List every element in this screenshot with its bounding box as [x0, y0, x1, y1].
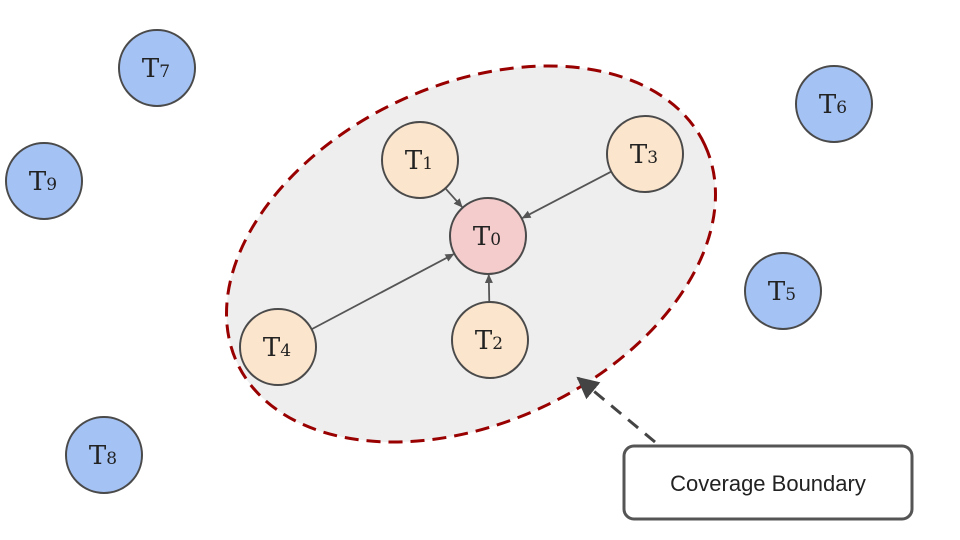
node-label-base: T: [142, 54, 160, 84]
node-t6: T6: [795, 65, 873, 143]
node-label-subscript: 2: [492, 334, 503, 354]
node-label-base: T: [768, 277, 786, 307]
edge-t2-to-t0: [484, 273, 493, 303]
node-label: T5: [768, 277, 796, 307]
node-label: T1: [405, 146, 433, 176]
node-t8: T8: [65, 416, 143, 494]
node-label-subscript: 1: [422, 154, 433, 174]
node-label: T6: [819, 90, 847, 120]
node-circle: [118, 29, 196, 107]
node-t3: T3: [606, 115, 684, 193]
node-t7: T7: [118, 29, 196, 107]
callout-label: Coverage Boundary: [670, 471, 866, 496]
node-label-base: T: [819, 90, 837, 120]
node-label: T0: [473, 222, 501, 252]
edges-group: [311, 170, 612, 331]
node-circle: [451, 301, 529, 379]
edge-t1-to-t0: [444, 187, 463, 208]
node-circle: [744, 252, 822, 330]
callout-arrow: [576, 376, 656, 444]
node-label: T8: [89, 441, 117, 471]
node-label-subscript: 6: [836, 98, 847, 118]
node-label-base: T: [405, 146, 423, 176]
node-label: T3: [630, 140, 658, 170]
node-t4: T4: [239, 308, 317, 386]
node-label-base: T: [475, 326, 493, 356]
node-t1: T1: [381, 121, 459, 199]
node-t5: T5: [744, 252, 822, 330]
node-circle: [449, 197, 527, 275]
node-t0: T0: [449, 197, 527, 275]
node-label-subscript: 7: [159, 62, 170, 82]
node-circle: [381, 121, 459, 199]
callout-box: Coverage Boundary: [622, 444, 914, 521]
node-label-subscript: 5: [785, 285, 796, 305]
node-label-subscript: 4: [280, 341, 291, 361]
node-label-base: T: [630, 140, 648, 170]
node-label-base: T: [29, 167, 47, 197]
node-label-base: T: [89, 441, 107, 471]
node-circle: [606, 115, 684, 193]
node-label-subscript: 0: [490, 230, 501, 250]
node-label-subscript: 3: [647, 148, 658, 168]
node-label-base: T: [263, 333, 281, 363]
node-t9: T9: [5, 142, 83, 220]
edge-t4-to-t0: [311, 253, 455, 331]
node-label: T2: [475, 326, 503, 356]
node-t2: T2: [451, 301, 529, 379]
node-label-subscript: 9: [46, 175, 57, 195]
node-circle: [239, 308, 317, 386]
node-label: T7: [142, 54, 170, 84]
node-label-base: T: [473, 222, 491, 252]
node-circle: [65, 416, 143, 494]
node-label: T4: [263, 333, 291, 363]
edge-t3-to-t0: [521, 170, 612, 219]
node-label: T9: [29, 167, 57, 197]
node-label-subscript: 8: [106, 449, 117, 469]
node-circle: [5, 142, 83, 220]
node-circle: [795, 65, 873, 143]
